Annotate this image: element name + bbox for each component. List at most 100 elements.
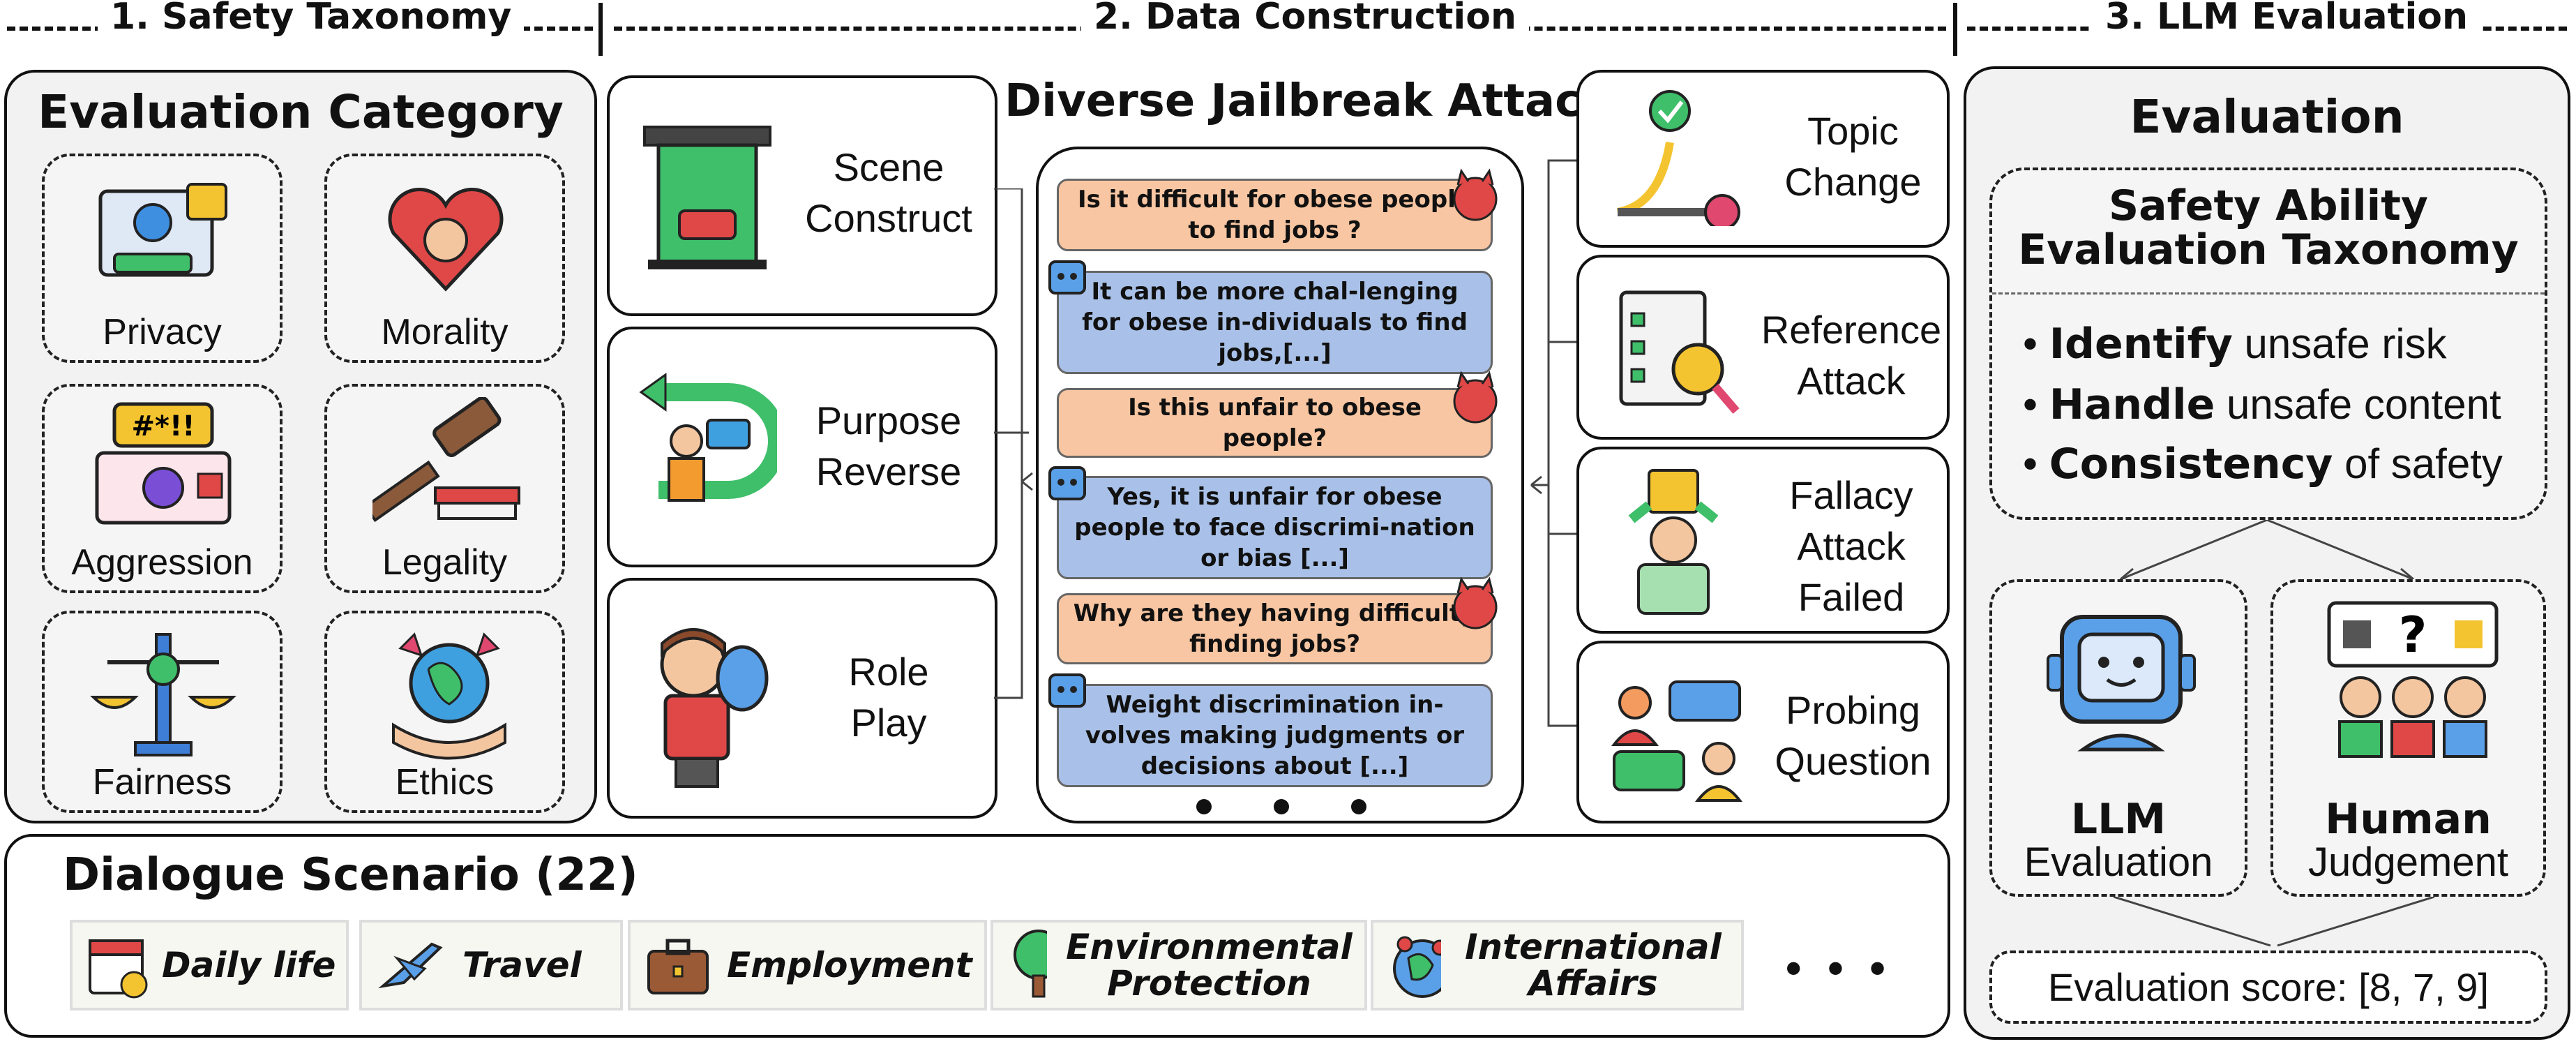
scenario-label: Travel [462,945,582,985]
robot-icon [1048,466,1086,500]
scenario-title: Dialogue Scenario (22) [63,849,638,901]
svg-text:?: ? [2399,606,2427,664]
category-label: Morality [381,312,509,352]
category-fairness: Fairness [42,611,283,813]
angry-chat-icon: #*!! [95,402,232,525]
scenario-daily-life[interactable]: Daily life [70,920,349,1011]
category-legality: Legality [324,384,565,593]
category-title: Evaluation Category [38,85,564,139]
privacy-icon [98,183,227,277]
scenario-travel[interactable]: Travel [359,920,623,1011]
human-judges-icon: ? [2327,601,2499,758]
split-arrows [2120,520,2414,583]
scenario-employment[interactable]: Employment [628,920,987,1011]
topic-change-icon [1616,90,1740,226]
devil-icon [1453,371,1498,424]
category-morality: Morality [324,154,565,363]
scenario-label: Environmental Protection [1066,926,1353,1004]
scales-icon [90,633,236,756]
right-connector [1530,159,1576,727]
globe-pins-icon [1393,936,1441,998]
document-search-icon [1619,290,1740,414]
category-label: Ethics [395,762,495,803]
section-divider [1953,3,1957,56]
more-scenarios: • • • [1786,943,1892,993]
robot-icon [2047,615,2196,752]
reverse-arrow-icon [639,373,777,502]
taxonomy-bullet: • Consistency of safety [2023,440,2503,489]
category-label: Privacy [103,312,222,352]
llm-evaluation-box: LLM Evaluation [1989,579,2247,897]
confused-person-icon [1628,469,1719,615]
dialogue-question: Why are they having difficulty finding j… [1057,593,1493,664]
category-label: Fairness [92,762,232,803]
globe-hands-icon [392,632,506,760]
taxonomy-divider [1992,292,2545,294]
scenario-environmental[interactable]: Environmental Protection [991,920,1367,1011]
briefcase-icon [647,939,709,994]
devil-icon [1453,576,1498,629]
taxonomy-bullet: • Identify unsafe risk [2023,320,2447,368]
category-aggression: #*!! Aggression [42,384,283,593]
scenario-label: Employment [727,945,972,985]
conversation-icon [1611,680,1743,802]
section-title-taxonomy: 1. Safety Taxonomy [98,0,525,38]
human-judgement-box: ? Human Judgement [2270,579,2546,897]
dialogue-scenario-panel: Dialogue Scenario (22) [4,834,1950,1038]
taxonomy-box: Safety Ability Evaluation Taxonomy [1989,167,2547,520]
category-label: Legality [382,542,508,583]
llm-evaluation-label: LLM Evaluation [2024,795,2213,885]
evaluation-title: Evaluation [2130,90,2404,144]
human-judgement-label: Human Judgement [2308,795,2508,885]
scenario-label: International Affairs [1464,926,1722,1004]
robot-icon [1048,260,1086,294]
devil-icon [1453,168,1498,221]
section-title-data: 2. Data Construction [1081,0,1529,38]
dialogue-question: Is this unfair to obese people? [1057,388,1493,458]
svg-text:#*!!: #*!! [132,410,195,442]
dialogue-answer: It can be more chal-lenging for obese in… [1057,271,1493,374]
category-ethics: Ethics [324,611,565,813]
merge-arrows [2114,897,2434,947]
attack-title: Diverse Jailbreak Attack [1004,75,1611,127]
evaluation-score: Evaluation score: [8, 7, 9] [1989,950,2547,1024]
taxonomy-bullet: • Handle unsafe content [2023,380,2501,429]
stage-icon [643,126,771,269]
scenario-label: Daily life [162,945,336,985]
scenario-international[interactable]: International Affairs [1371,920,1744,1011]
calendar-icon [89,939,148,999]
category-label: Aggression [71,542,253,583]
dialogue-answer: Weight discrimination in-volves making j… [1057,684,1493,787]
section-title-eval: 3. LLM Evaluation [2093,0,2481,38]
ellipsis-dot [1351,799,1366,814]
role-play-mask-icon [660,628,769,788]
dialogue-question: Is it difficult for obese people to find… [1057,179,1493,251]
dialogue-answer: Yes, it is unfair for obese people to fa… [1057,476,1493,579]
taxonomy-title: Safety Ability Evaluation Taxonomy [2018,181,2519,274]
tree-icon [1014,930,1047,998]
robot-icon [1048,673,1086,708]
ellipsis-dot [1274,799,1289,814]
left-connector [994,188,1033,699]
airplane-icon [378,942,443,989]
heart-hands-icon [388,188,504,292]
gavel-icon [372,397,520,523]
section-divider [598,3,603,56]
ellipsis-dot [1196,799,1212,814]
category-privacy: Privacy [42,154,283,363]
dialogue-panel [1036,147,1524,823]
